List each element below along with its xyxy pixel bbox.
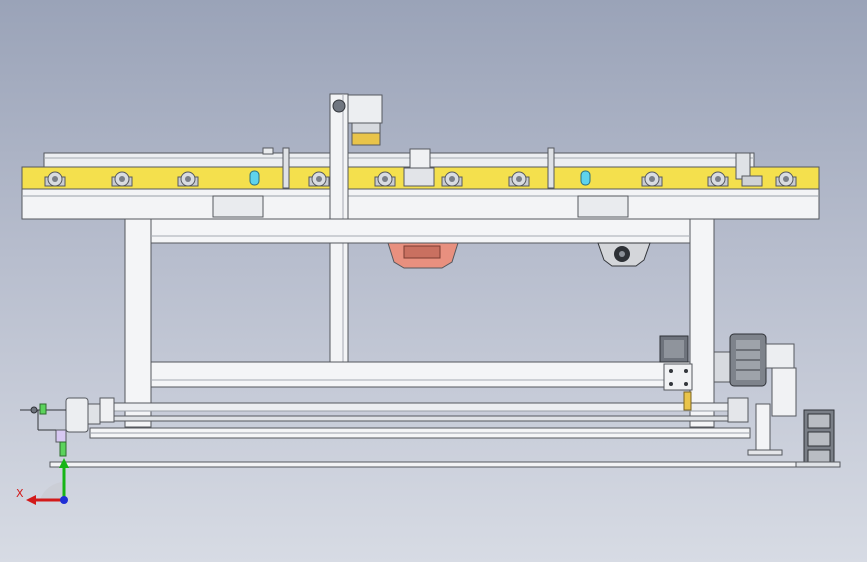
red-motor[interactable] [387, 242, 459, 269]
roller [641, 171, 663, 187]
roller [111, 171, 133, 187]
roller [775, 171, 797, 187]
right-drive-assembly[interactable] [659, 333, 841, 468]
roller [177, 171, 199, 187]
roller [308, 171, 330, 187]
roller [508, 171, 530, 187]
main-frame[interactable] [99, 218, 741, 428]
conveyor-rollers [44, 171, 797, 187]
left-end-assembly[interactable] [20, 397, 115, 457]
roller [374, 171, 396, 187]
gantry-head[interactable] [347, 94, 383, 146]
roller [707, 171, 729, 187]
proximity-sensors [249, 170, 591, 186]
coordinate-triad: X [16, 458, 69, 505]
x-axis-label: X [16, 487, 24, 500]
dark-motor[interactable] [597, 242, 651, 267]
rail-posts [262, 147, 763, 189]
roller [441, 171, 463, 187]
base-plate[interactable] [49, 427, 831, 468]
roller [44, 171, 66, 187]
